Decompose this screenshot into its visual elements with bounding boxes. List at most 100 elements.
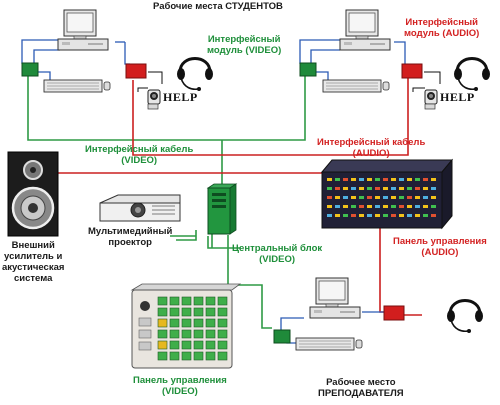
video-module-right [299,62,317,77]
panel-channel-button[interactable] [193,307,204,317]
panel-channel-button[interactable] [205,307,216,317]
central-unit-label-line1: Центральный блок [232,243,323,254]
video-control-panel-icon[interactable] [130,283,242,369]
mixer-indicator [359,178,364,181]
mixer-indicator [367,196,372,199]
mixer-indicator [351,214,356,217]
video-module-teacher [273,329,291,344]
projector-label: Мультимедийный проектор [88,226,172,248]
speaker-system-label-line3: акустическая [2,262,65,273]
mixer-indicator [399,187,404,190]
panel-channel-button[interactable] [205,340,216,350]
mixer-indicator [335,196,340,199]
mixer-indicator [359,196,364,199]
video-panel-label: Панель управления (VIDEO) [133,375,227,397]
mixer-indicator [391,187,396,190]
panel-channel-button[interactable] [169,318,180,328]
headset-icon [445,299,485,335]
help-button-icon[interactable] [147,89,161,105]
mixer-indicator [327,196,332,199]
panel-channel-button[interactable] [181,318,192,328]
student-computer-left[interactable] [43,9,111,93]
mixer-indicator [431,178,436,181]
audio-module-label: Интерфейсный модуль (AUDIO) [404,17,479,39]
panel-channel-button[interactable] [205,351,216,361]
teacher-workplace-label-line2: ПРЕПОДАВАТЕЛЯ [318,388,404,399]
panel-channel-button[interactable] [193,351,204,361]
video-cable-label: Интерфейсный кабель (VIDEO) [85,144,193,166]
mixer-indicator [375,205,380,208]
mixer-indicator [399,178,404,181]
panel-channel-button[interactable] [193,318,204,328]
panel-channel-button[interactable] [205,329,216,339]
panel-channel-button[interactable] [157,307,168,317]
mixer-indicator [383,187,388,190]
headset-icon [452,57,492,93]
mixer-indicator [407,187,412,190]
mixer-indicator [383,196,388,199]
teacher-workplace-label: Рабочее место ПРЕПОДАВАТЕЛЯ [318,377,404,399]
panel-channel-button[interactable] [181,351,192,361]
panel-channel-button[interactable] [205,296,216,306]
panel-channel-button[interactable] [217,351,228,361]
audio-cable-label: Интерфейсный кабель (AUDIO) [317,137,425,159]
panel-channel-button[interactable] [217,296,228,306]
panel-channel-button[interactable] [157,340,168,350]
panel-channel-button[interactable] [157,296,168,306]
projector-icon [99,194,181,222]
panel-channel-button[interactable] [157,318,168,328]
panel-channel-button[interactable] [157,351,168,361]
mixer-indicator [327,178,332,181]
mixer-indicator [359,187,364,190]
video-cable-label-line2: (VIDEO) [121,155,158,166]
panel-channel-button[interactable] [217,329,228,339]
audio-panel-label-line1: Панель управления [393,236,487,247]
mixer-indicator [415,196,420,199]
help-button-icon[interactable] [424,89,438,105]
mixer-indicator [367,187,372,190]
mixer-indicator [375,178,380,181]
panel-channel-button[interactable] [169,340,180,350]
mixer-indicator [423,178,428,181]
student-computer-right[interactable] [322,9,391,93]
video-module-label-line2: модуль (VIDEO) [207,45,282,56]
panel-channel-button[interactable] [193,329,204,339]
audio-panel-label: Панель управления (AUDIO) [393,236,487,258]
help-label-right: HELP [440,90,475,104]
teacher-computer[interactable] [295,277,363,351]
panel-channel-button[interactable] [193,296,204,306]
panel-channel-button[interactable] [181,340,192,350]
panel-channel-button[interactable] [169,307,180,317]
mixer-indicator [423,214,428,217]
mixer-indicator [415,187,420,190]
speaker-system-label: Внешний усилитель и акустическая система [2,240,64,284]
audio-mixer-icon[interactable] [320,158,454,230]
mixer-indicator [327,205,332,208]
panel-channel-button[interactable] [181,329,192,339]
mixer-indicator [407,214,412,217]
mixer-indicator [431,205,436,208]
mixer-indicator [343,196,348,199]
panel-channel-button[interactable] [169,329,180,339]
mixer-indicator [343,205,348,208]
video-cable-lines [27,72,306,329]
mixer-indicator [343,187,348,190]
panel-channel-button[interactable] [157,329,168,339]
panel-channel-button[interactable] [193,340,204,350]
panel-channel-button[interactable] [205,318,216,328]
mixer-indicator [399,214,404,217]
panel-channel-button[interactable] [217,307,228,317]
mixer-indicator [407,196,412,199]
panel-channel-button[interactable] [169,296,180,306]
mixer-indicator [367,178,372,181]
panel-channel-button[interactable] [169,351,180,361]
panel-channel-button[interactable] [181,307,192,317]
mixer-indicator [375,196,380,199]
student-workplaces-title: Рабочие места СТУДЕНТОВ [153,1,283,12]
mixer-indicator [351,196,356,199]
audio-module-right [401,63,423,79]
panel-channel-button[interactable] [217,340,228,350]
panel-channel-button[interactable] [217,318,228,328]
mixer-indicator [327,187,332,190]
panel-channel-button[interactable] [181,296,192,306]
